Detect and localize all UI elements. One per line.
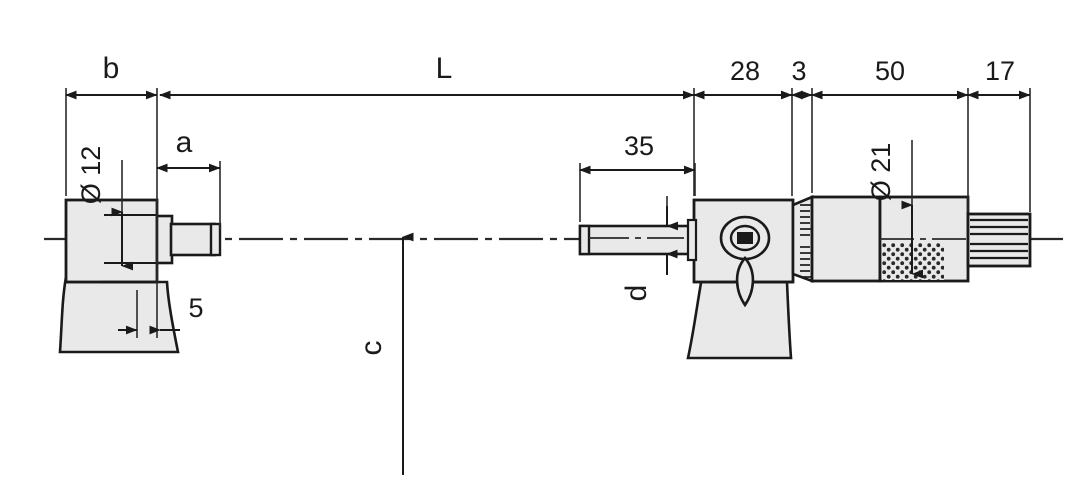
- dimension-c-label: c: [355, 341, 388, 356]
- dimension-dia12: Ø 12: [76, 146, 133, 271]
- head-spindle-boss: [686, 218, 698, 262]
- dimension-dia21: Ø 21: [866, 143, 923, 279]
- ratchet-stop: [966, 212, 1032, 268]
- frame-heel: [58, 276, 180, 354]
- sleeve-graduations: [800, 204, 814, 278]
- dimension-a-label: a: [176, 126, 193, 159]
- dimension-50-label: 50: [875, 56, 905, 86]
- ratchet-knurl: [970, 218, 1028, 260]
- micrometer-head: [686, 198, 795, 360]
- dimension-b: b: [65, 52, 158, 100]
- dimension-dia21-label: Ø 21: [866, 143, 896, 202]
- dimension-c: c: [355, 232, 414, 475]
- dimension-28: 28: [693, 56, 793, 100]
- lock-screw-slot: [737, 232, 753, 244]
- dimension-d-label: d: [620, 285, 653, 302]
- dimension-17-label: 17: [985, 56, 1015, 86]
- dimension-3: 3: [791, 56, 813, 100]
- spindle-body: [578, 224, 692, 256]
- dimension-35-label: 35: [624, 131, 654, 161]
- head-heel: [686, 276, 793, 360]
- thimble: [878, 195, 970, 283]
- dimension-5: 5: [118, 293, 204, 335]
- spindle: [578, 224, 692, 256]
- dimension-50: 50: [811, 56, 969, 100]
- dimension-35: 35: [579, 131, 696, 175]
- dimension-a: a: [156, 126, 221, 173]
- dimension-5-label: 5: [188, 293, 203, 323]
- dimension-L: L: [159, 52, 695, 100]
- sleeve: [791, 195, 882, 283]
- sleeve-flange: [791, 195, 814, 283]
- teardrop-cutout: [735, 256, 755, 308]
- frame-block: [64, 198, 159, 284]
- dimension-3-label: 3: [791, 56, 806, 86]
- dimension-L-label: L: [436, 52, 453, 85]
- dimension-17: 17: [967, 56, 1031, 100]
- anvil-rod: [169, 222, 222, 257]
- dimension-28-label: 28: [730, 56, 760, 86]
- sleeve-barrel: [810, 195, 882, 283]
- dimension-dia12-label: Ø 12: [76, 146, 106, 205]
- anvil-rod-body: [169, 222, 217, 257]
- lock-screw: [719, 215, 771, 261]
- extension-lines: [65, 88, 1031, 338]
- dimension-b-label: b: [103, 52, 120, 85]
- anvil-rod-tip: [209, 222, 222, 257]
- dimension-d: d: [620, 206, 678, 302]
- spindle-tip: [578, 224, 591, 256]
